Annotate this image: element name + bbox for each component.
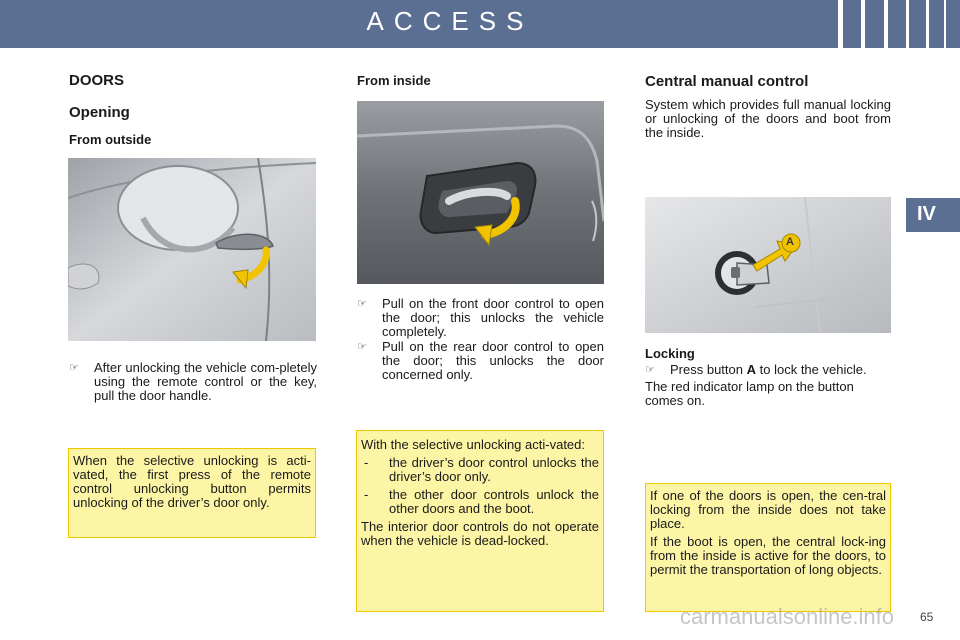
note-dash-text: the driver’s door control unlocks the dr…: [389, 455, 599, 484]
subheading-opening: Opening: [69, 104, 130, 121]
note-text: If one of the doors is open, the cen-tra…: [650, 488, 886, 531]
interior-door-handle-image: [357, 101, 604, 284]
bullet-text: Pull on the rear door control to open th…: [382, 339, 604, 382]
bullet-rear-door: ☞ Pull on the rear door control to open …: [357, 340, 604, 382]
exterior-door-handle-image: [68, 158, 316, 341]
note-selective-unlocking-remote: When the selective unlocking is acti-vat…: [68, 448, 316, 538]
bullet-locking: ☞ Press button A to lock the vehicle.: [645, 363, 891, 377]
subheading-locking: Locking: [645, 346, 695, 361]
section-heading-central-control: Central manual control: [645, 73, 809, 90]
watermark: carmanualsonline.info: [680, 604, 895, 629]
header-stripe: [906, 0, 909, 48]
header-stripe: [838, 0, 843, 48]
bullet-text: After unlocking the vehicle com-pletely …: [94, 360, 317, 403]
central-locking-button-image: A: [645, 197, 891, 333]
header-stripe: [884, 0, 888, 48]
page-title: ACCESS: [366, 6, 534, 36]
button-key-a: A: [746, 362, 757, 377]
header-stripe: [944, 0, 946, 48]
bullet-from-outside: ☞ After unlocking the vehicle com-pletel…: [69, 361, 317, 403]
page-number: 65: [920, 610, 934, 624]
note-central-locking-conditions: If one of the doors is open, the cen-tra…: [645, 483, 891, 612]
note-outro: The interior door controls do not operat…: [361, 519, 599, 548]
bullet-text: Press button: [670, 362, 743, 377]
subheading-from-outside: From outside: [69, 132, 152, 147]
note-text: When the selective unlocking is acti-vat…: [73, 453, 311, 510]
chapter-tab[interactable]: IV: [906, 198, 960, 232]
note-dash-item: -the other door controls unlock the othe…: [364, 487, 599, 516]
page-header: ACCESS: [0, 0, 960, 48]
header-stripe: [861, 0, 865, 48]
pointing-hand-icon: ☞: [69, 362, 79, 374]
callout-label-a: A: [786, 236, 794, 248]
bullet-text: to lock the vehicle.: [759, 362, 867, 377]
note-intro: With the selective unlocking acti-vated:: [361, 437, 585, 452]
bullet-text: Pull on the front door control to open t…: [382, 296, 604, 339]
note-selective-unlocking-interior: With the selective unlocking acti-vated:…: [356, 430, 604, 612]
note-dash-item: -the driver’s door control unlocks the d…: [364, 455, 599, 484]
central-control-intro: System which provides full manual lockin…: [645, 97, 891, 140]
note-dash-text: the other door controls unlock the other…: [389, 487, 599, 516]
pointing-hand-icon: ☞: [357, 298, 367, 310]
header-stripe: [926, 0, 929, 48]
pointing-hand-icon: ☞: [645, 364, 655, 376]
subheading-from-inside: From inside: [357, 73, 431, 88]
section-heading-doors: DOORS: [69, 72, 125, 89]
note-text: If the boot is open, the central lock-in…: [650, 534, 886, 577]
locking-indicator-text: The red indicator lamp on the button com…: [645, 379, 854, 408]
bullet-front-door: ☞ Pull on the front door control to open…: [357, 297, 604, 339]
pointing-hand-icon: ☞: [357, 341, 367, 353]
